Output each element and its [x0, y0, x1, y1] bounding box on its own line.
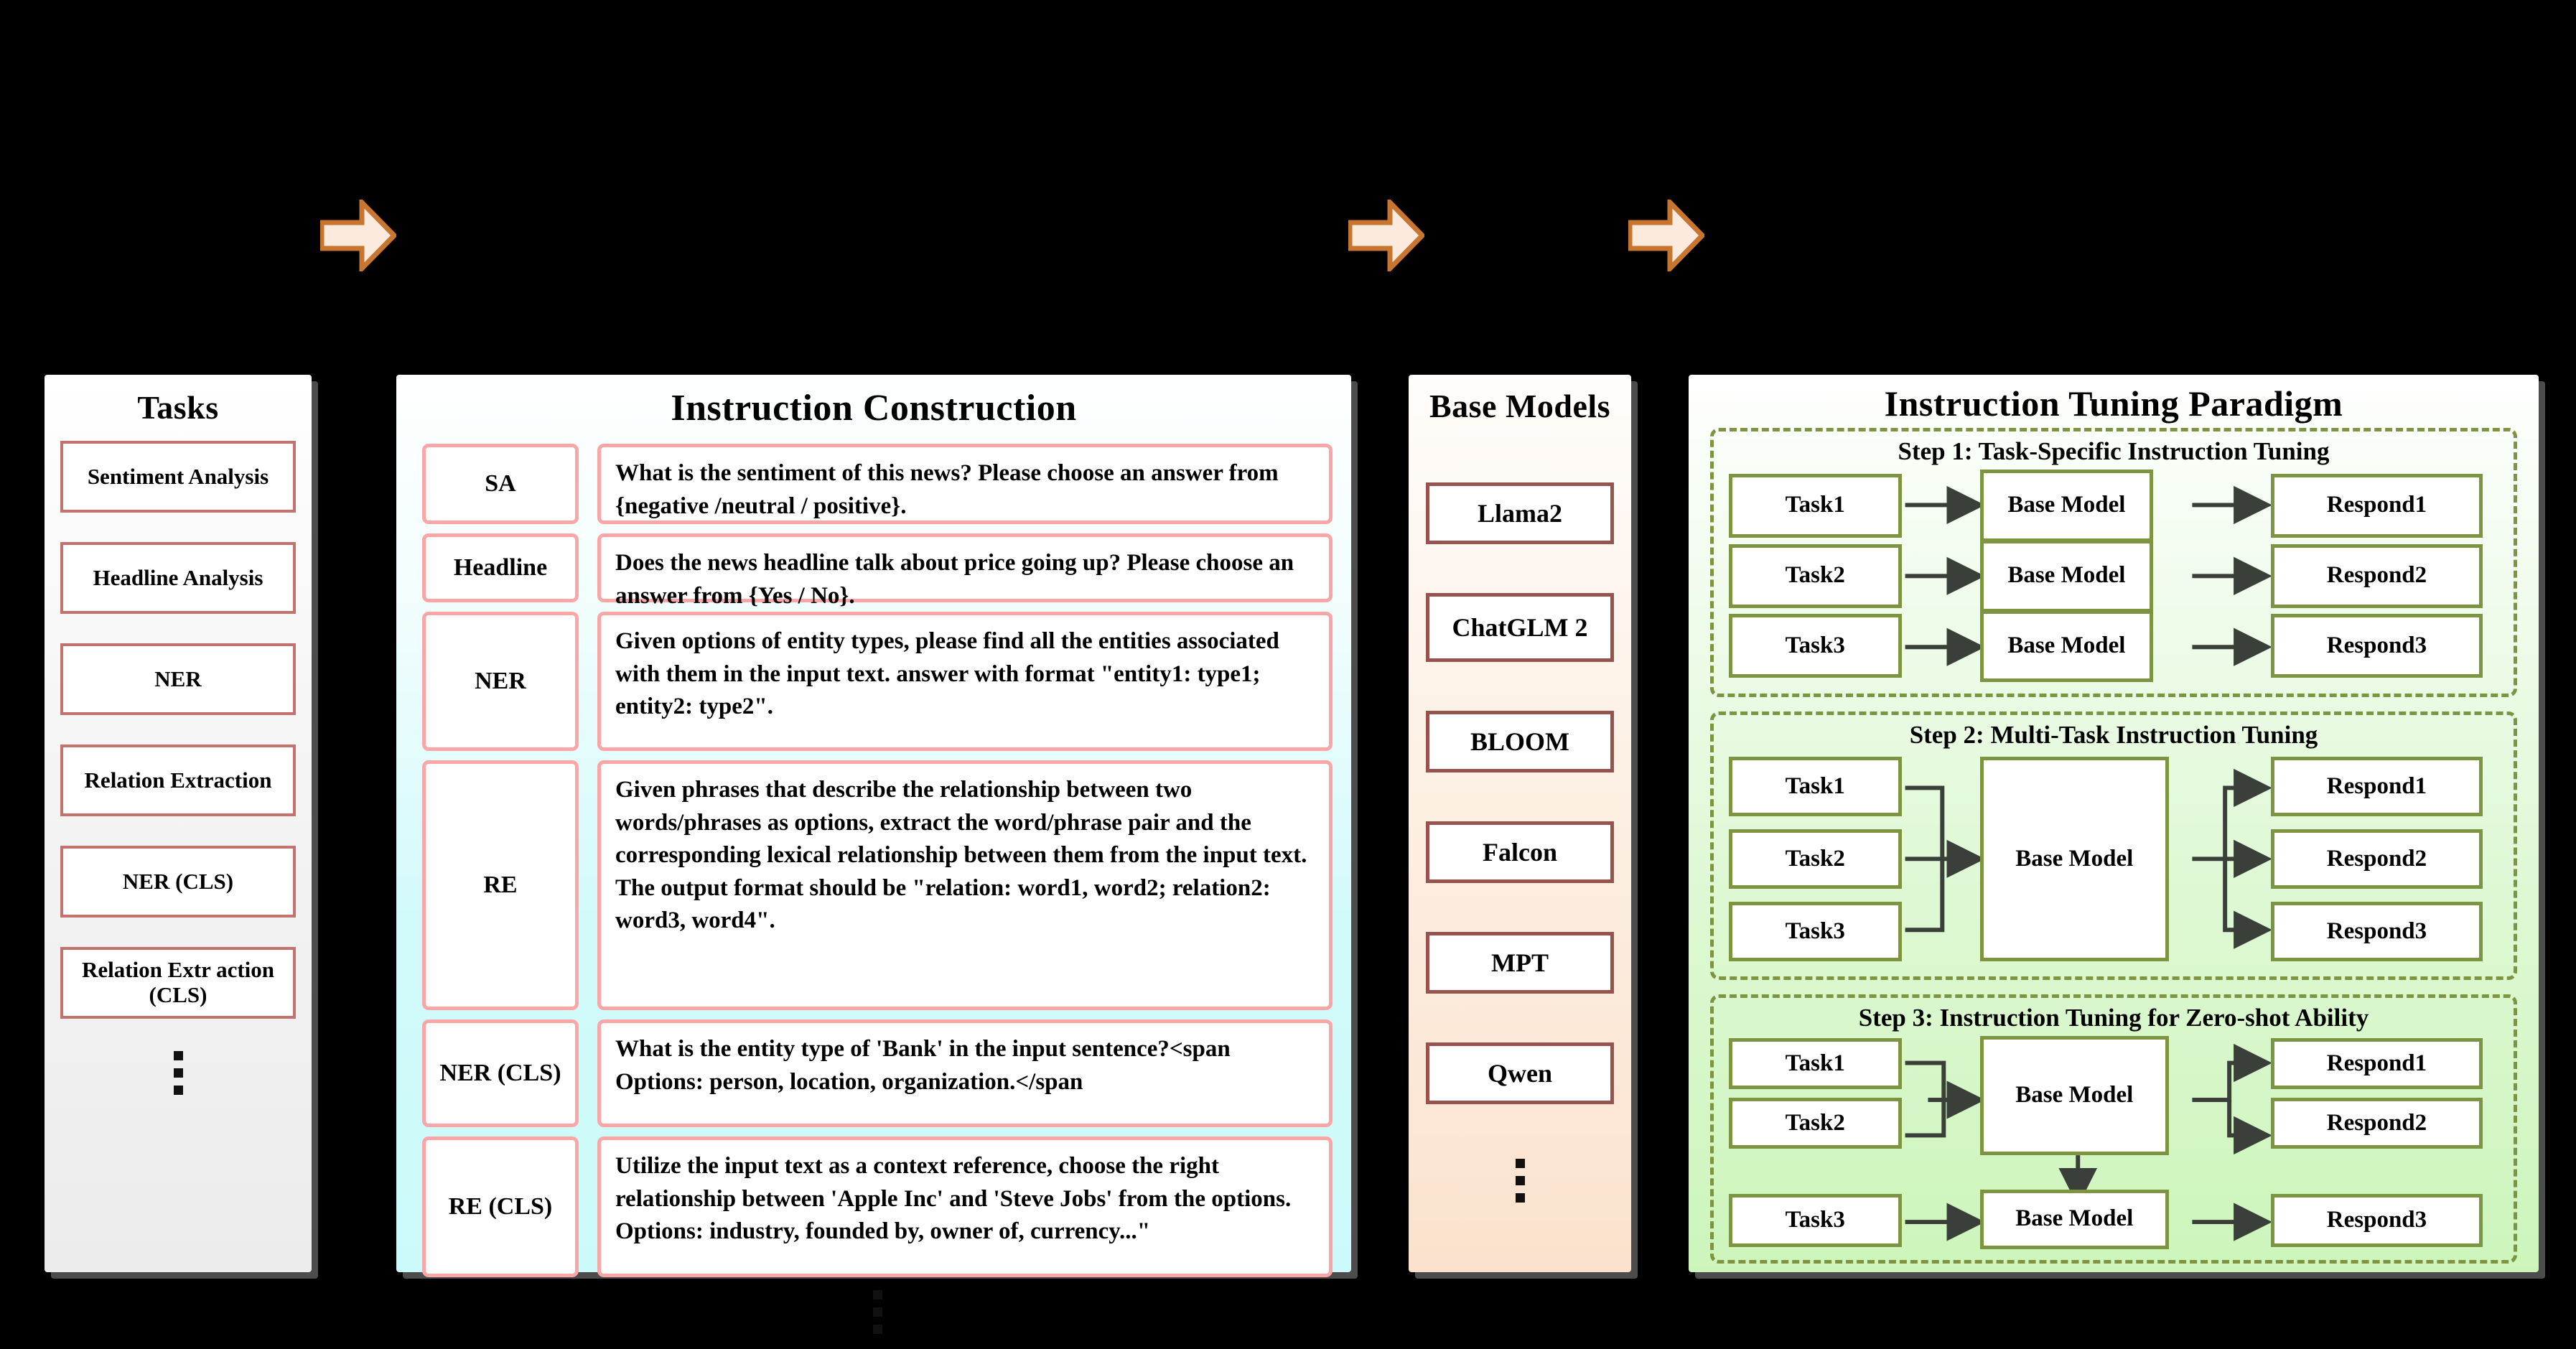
step-2-task-2[interactable]: Task2 [1728, 829, 1902, 890]
paradigm-title: Instruction Tuning Paradigm [1884, 383, 2343, 424]
step-1-respond-1[interactable]: Respond1 [2270, 473, 2483, 538]
step-2-container: Step 2: Multi-Task Instruction Tuning [1710, 711, 2517, 981]
arrow-models-to-paradigm-icon [1628, 200, 1704, 271]
step-3-container: Step 3: Instruction Tuning for Zero-shot… [1710, 994, 2517, 1264]
instruction-text-re[interactable]: Given phrases that describe the relation… [597, 760, 1333, 1010]
task-item-ner-cls[interactable]: NER (CLS) [60, 846, 296, 918]
step-1-model-3[interactable]: Base Model [1980, 610, 2153, 683]
tasks-vertical-ellipsis-icon [60, 1051, 296, 1095]
tasks-panel-title: Tasks [137, 389, 219, 426]
step-1-model-2[interactable]: Base Model [1980, 539, 2153, 612]
arrow-instruction-to-models-icon [1348, 200, 1424, 271]
instruction-text-headline[interactable]: Does the news headline talk about price … [597, 533, 1333, 609]
task-item-headline-analysis[interactable]: Headline Analysis [60, 542, 296, 614]
instruction-row-re-cls: RE (CLS) Utilize the input text as a con… [422, 1136, 1333, 1277]
model-item-llama2[interactable]: Llama2 [1426, 482, 1614, 544]
step-2-task-3[interactable]: Task3 [1728, 902, 1902, 962]
instruction-row-ner: NER Given options of entity types, pleas… [422, 612, 1333, 751]
model-item-qwen[interactable]: Qwen [1426, 1042, 1614, 1104]
instruction-text-ner-cls[interactable]: What is the entity type of 'Bank' in the… [597, 1019, 1333, 1127]
instruction-row-re: RE Given phrases that describe the relat… [422, 760, 1333, 1010]
step-1-title: Step 1: Task-Specific Instruction Tuning [1898, 437, 2330, 465]
step-3-task-1[interactable]: Task1 [1728, 1038, 1902, 1090]
step-3-model-2[interactable]: Base Model [1980, 1189, 2169, 1249]
step-2-task-1[interactable]: Task1 [1728, 757, 1902, 817]
task-item-ner[interactable]: NER [60, 643, 296, 715]
step-1-task-1[interactable]: Task1 [1728, 473, 1902, 538]
step-2-respond-2[interactable]: Respond2 [2270, 829, 2483, 890]
instruction-tag-ner-cls[interactable]: NER (CLS) [422, 1019, 579, 1127]
step-3-arrows [1905, 1043, 2272, 1241]
base-models-list: Llama2 ChatGLM 2 BLOOM Falcon MPT Qwen [1426, 482, 1614, 1268]
step-1-arrows [1905, 485, 2272, 666]
step-1-respond-2[interactable]: Respond2 [2270, 543, 2483, 608]
tasks-panel: Tasks Sentiment Analysis Headline Analys… [45, 375, 312, 1272]
instruction-text-sa[interactable]: What is the sentiment of this news? Plea… [597, 444, 1333, 524]
step-2-respond-1[interactable]: Respond1 [2270, 757, 2483, 817]
step-3-respond-2[interactable]: Respond2 [2270, 1098, 2483, 1149]
task-item-relation-extraction-cls[interactable]: Relation Extr action (CLS) [60, 947, 296, 1019]
step-1-container: Step 1: Task-Specific Instruction Tuning [1710, 428, 2517, 697]
step-2-flow: Task1 Task2 Task3 Base Model Respond1 Re… [1721, 752, 2506, 966]
model-item-mpt[interactable]: MPT [1426, 932, 1614, 994]
instruction-text-ner[interactable]: Given options of entity types, please fi… [597, 612, 1333, 751]
instruction-row-ner-cls: NER (CLS) What is the entity type of 'Ba… [422, 1019, 1333, 1127]
instruction-vertical-ellipsis-icon [422, 1287, 1333, 1334]
model-item-falcon[interactable]: Falcon [1426, 821, 1614, 883]
step-1-flow: Task1 Base Model Respond1 Task2 Base Mod… [1721, 469, 2506, 683]
step-1-model-1[interactable]: Base Model [1980, 469, 2153, 542]
base-models-title: Base Models [1429, 388, 1611, 424]
step-1-task-3[interactable]: Task3 [1728, 614, 1902, 678]
instruction-row-sa: SA What is the sentiment of this news? P… [422, 444, 1333, 524]
step-3-title: Step 3: Instruction Tuning for Zero-shot… [1858, 1004, 2369, 1032]
step-1-task-2[interactable]: Task2 [1728, 543, 1902, 608]
instruction-construction-panel: Instruction Construction SA What is the … [396, 375, 1351, 1334]
paradigm-steps: Step 1: Task-Specific Instruction Tuning [1710, 428, 2517, 1264]
step-3-task-3[interactable]: Task3 [1728, 1193, 1902, 1247]
tasks-list: Sentiment Analysis Headline Analysis NER… [60, 441, 296, 1266]
step-2-title: Step 2: Multi-Task Instruction Tuning [1909, 720, 2318, 749]
step-3-model-1[interactable]: Base Model [1980, 1036, 2169, 1156]
step-2-arrows [1905, 769, 2272, 950]
base-models-panel: Base Models Llama2 ChatGLM 2 BLOOM Falco… [1409, 375, 1631, 1272]
step-3-respond-3[interactable]: Respond3 [2270, 1193, 2483, 1247]
step-2-model-1[interactable]: Base Model [1980, 757, 2169, 962]
instruction-row-headline: Headline Does the news headline talk abo… [422, 533, 1333, 609]
instruction-tag-ner[interactable]: NER [422, 612, 579, 751]
instruction-text-re-cls[interactable]: Utilize the input text as a context refe… [597, 1136, 1333, 1277]
instruction-rows: SA What is the sentiment of this news? P… [422, 444, 1333, 1334]
task-item-relation-extraction[interactable]: Relation Extraction [60, 744, 296, 816]
task-item-sentiment-analysis[interactable]: Sentiment Analysis [60, 441, 296, 513]
step-2-respond-3[interactable]: Respond3 [2270, 902, 2483, 962]
instruction-tuning-paradigm-panel: Instruction Tuning Paradigm Step 1: Task… [1689, 375, 2539, 1272]
step-3-task-2[interactable]: Task2 [1728, 1098, 1902, 1149]
step-3-flow: Task1 Task2 Base Model Respond1 Respond2… [1721, 1036, 2506, 1249]
step-3-respond-1[interactable]: Respond1 [2270, 1038, 2483, 1090]
instruction-tag-re-cls[interactable]: RE (CLS) [422, 1136, 579, 1277]
model-item-chatglm2[interactable]: ChatGLM 2 [1426, 593, 1614, 662]
instruction-construction-title: Instruction Construction [671, 388, 1077, 429]
model-item-bloom[interactable]: BLOOM [1426, 711, 1614, 772]
instruction-tag-re[interactable]: RE [422, 760, 579, 1010]
arrow-tasks-to-instruction-icon [320, 200, 396, 271]
step-1-respond-3[interactable]: Respond3 [2270, 614, 2483, 678]
models-vertical-ellipsis-icon [1426, 1159, 1614, 1203]
instruction-tag-sa[interactable]: SA [422, 444, 579, 524]
instruction-tag-headline[interactable]: Headline [422, 533, 579, 602]
